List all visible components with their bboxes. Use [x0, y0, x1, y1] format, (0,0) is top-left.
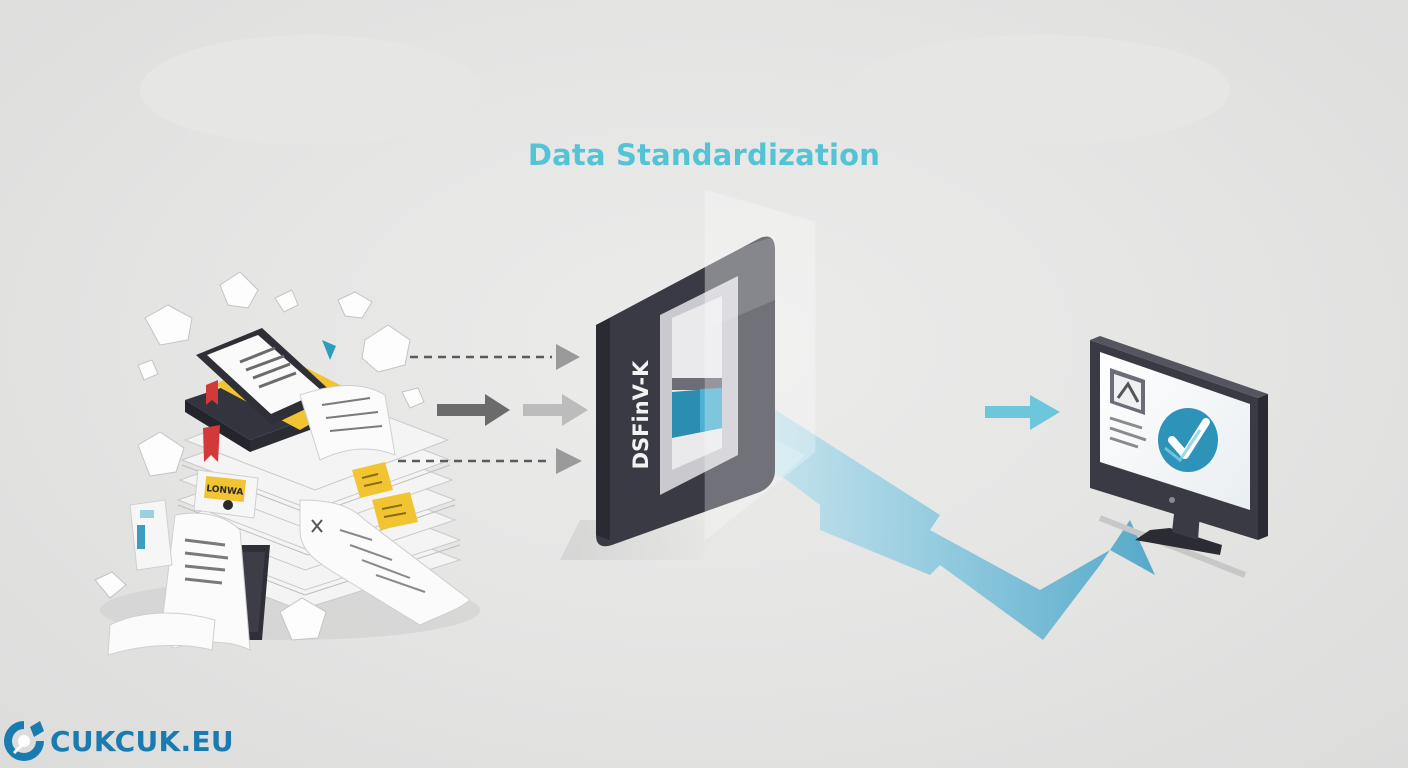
crumpled-paper-icon [361, 324, 411, 373]
crumpled-paper-group [94, 271, 425, 641]
paper-pile: LONWA [100, 328, 480, 656]
crumpled-paper-icon [94, 571, 127, 599]
crumpled-paper-icon [337, 291, 373, 319]
diagram-title: Data Standardization [527, 138, 881, 172]
brand-logo-icon [4, 721, 44, 761]
receipt-badge: LONWA [206, 484, 244, 498]
crumpled-paper-icon [401, 387, 425, 409]
bookmark-icon [203, 425, 220, 462]
monitor-icon [1090, 336, 1268, 578]
crumpled-paper-icon [144, 304, 193, 346]
brand-logo[interactable]: CUKCUK.EU [0, 716, 234, 766]
crumpled-paper-icon [279, 597, 327, 641]
crumpled-paper-icon [137, 359, 159, 381]
input-arrows [398, 344, 588, 474]
sticky-note-icon [372, 492, 418, 530]
output-arrow [985, 395, 1060, 430]
checkmark-icon [1158, 408, 1218, 472]
crumpled-paper-icon [219, 271, 259, 309]
bookmark-icon [206, 380, 218, 405]
dsfinv-k-gateway: DSFinV-K [560, 189, 816, 560]
brand-name: CUKCUK.EU [50, 724, 234, 758]
sticky-note-icon [352, 462, 393, 498]
crumpled-paper-icon [274, 289, 299, 313]
crumpled-paper-icon [137, 431, 185, 477]
gateway-label: DSFinV-K [629, 360, 653, 469]
